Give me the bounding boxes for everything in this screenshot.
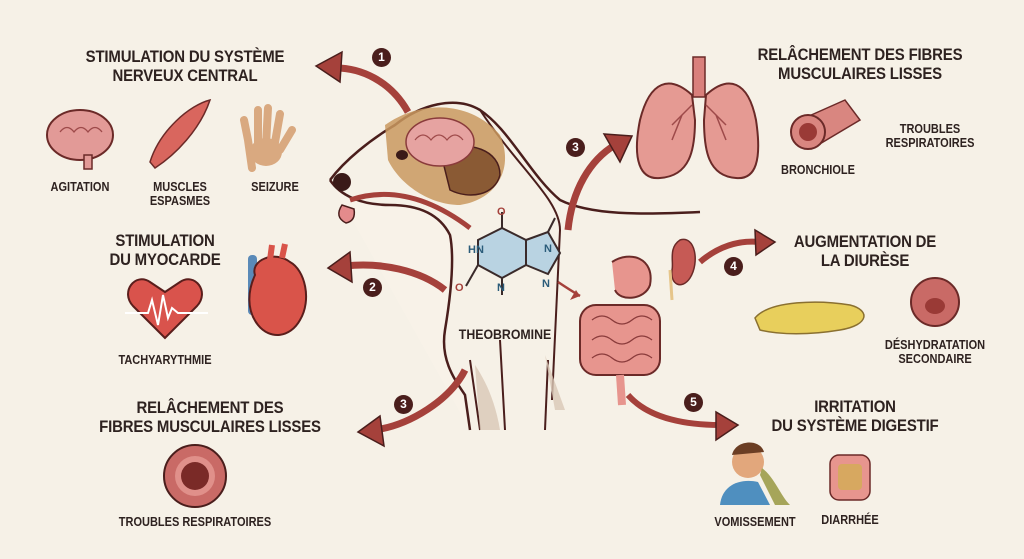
diurese-section-title: AUGMENTATION DE LA DIURÈSE	[786, 232, 944, 270]
dehydrated-cell-icon	[910, 277, 960, 327]
dehydration-label: DÉSHYDRATATION SECONDAIRE	[882, 338, 988, 366]
myocarde-section-title: STIMULATION DU MYOCARDE	[95, 231, 236, 269]
theobromine-label: THEOBROMINE	[458, 326, 552, 342]
muscle-icon	[149, 98, 212, 169]
step-badge-2: 2	[363, 278, 382, 297]
myocarde-title-line1: STIMULATION	[115, 231, 215, 250]
heart-icon	[248, 243, 308, 336]
digestive-tract-icon	[579, 255, 661, 406]
troubles-respiratoires-left-label: TROUBLES RESPIRATOIRES	[118, 515, 272, 529]
diurese-title-line1: AUGMENTATION DE	[793, 232, 937, 251]
arrow-1-icon	[335, 64, 412, 114]
molecule-atom-n-bottom: N	[497, 282, 505, 294]
step-badge-5: 5	[684, 393, 703, 412]
myocarde-title-line2: DU MYOCARDE	[109, 250, 221, 269]
cns-section-title: STIMULATION DU SYSTÈME NERVEUX CENTRAL	[57, 47, 312, 85]
digestif-section-title: IRRITATION DU SYSTÈME DIGESTIF	[758, 397, 952, 435]
dog-illustration	[328, 101, 701, 431]
molecule-atom-o-top: O	[497, 206, 506, 218]
cns-title-line1: STIMULATION DU SYSTÈME	[85, 47, 285, 66]
smooth-muscle-right-title: RELÂCHEMENT DES FIBRES MUSCULAIRES LISSE…	[750, 45, 970, 83]
troubles-right-line2: RESPIRATOIRES	[885, 136, 975, 150]
kidney-icon	[668, 238, 696, 301]
heartbeat-icon	[125, 278, 208, 340]
tachyarythmie-label: TACHYARYTHMIE	[118, 353, 212, 367]
diurese-title-line2: LA DIURÈSE	[820, 251, 910, 270]
step-badge-3-right: 3	[566, 138, 585, 157]
step-badge-3-left: 3	[394, 395, 413, 414]
urine-puddle-icon	[754, 301, 865, 335]
brain-icon	[46, 109, 114, 170]
troubles-respiratoires-right-label: TROUBLES RESPIRATOIRES	[877, 122, 983, 150]
smooth-muscle-left-title: RELÂCHEMENT DES FIBRES MUSCULAIRES LISSE…	[87, 398, 333, 436]
digestif-title-line2: DU SYSTÈME DIGESTIF	[771, 416, 939, 435]
smooth-muscle-right-line2: MUSCULAIRES LISSES	[778, 64, 942, 83]
molecule-atom-n-top: N	[544, 243, 552, 255]
smooth-muscle-left-line2: FIBRES MUSCULAIRES LISSES	[99, 417, 321, 436]
bronchiole-icon	[790, 99, 862, 150]
step-badge-1: 1	[372, 48, 391, 67]
molecule-atom-n-right: N	[542, 278, 550, 290]
molecule-atom-hn: HN	[468, 244, 484, 256]
vomiting-person-icon	[720, 442, 790, 505]
lungs-icon	[636, 56, 760, 180]
cns-title-line2: NERVEUX CENTRAL	[112, 66, 258, 85]
smooth-muscle-right-line1: RELÂCHEMENT DES FIBRES	[757, 45, 963, 64]
seizure-label: SEIZURE	[251, 180, 299, 194]
theobromine-molecule-icon	[465, 212, 581, 300]
digestif-title-line1: IRRITATION	[814, 397, 896, 416]
smooth-muscle-left-line1: RELÂCHEMENT DES	[136, 398, 284, 417]
muscle-spasms-line2: ESPASMES	[149, 194, 211, 208]
molecule-atom-o-left: O	[455, 282, 464, 294]
agitation-label: AGITATION	[50, 180, 110, 194]
bronchiole-label: BRONCHIOLE	[781, 163, 855, 177]
step-badge-4: 4	[724, 257, 743, 276]
intestine-icon	[829, 454, 871, 501]
muscle-spasms-label: MUSCLES ESPASMES	[136, 180, 224, 208]
hand-icon	[240, 104, 296, 172]
diarrhee-label: DIARRHÉE	[821, 513, 879, 527]
muscle-spasms-line1: MUSCLES	[153, 180, 207, 194]
airway-cross-section-icon	[163, 444, 227, 508]
troubles-right-line1: TROUBLES	[899, 122, 961, 136]
dehydration-line1: DÉSHYDRATATION	[884, 338, 986, 352]
vomissement-label: VOMISSEMENT	[714, 515, 796, 529]
dehydration-line2: SECONDAIRE	[898, 352, 972, 366]
